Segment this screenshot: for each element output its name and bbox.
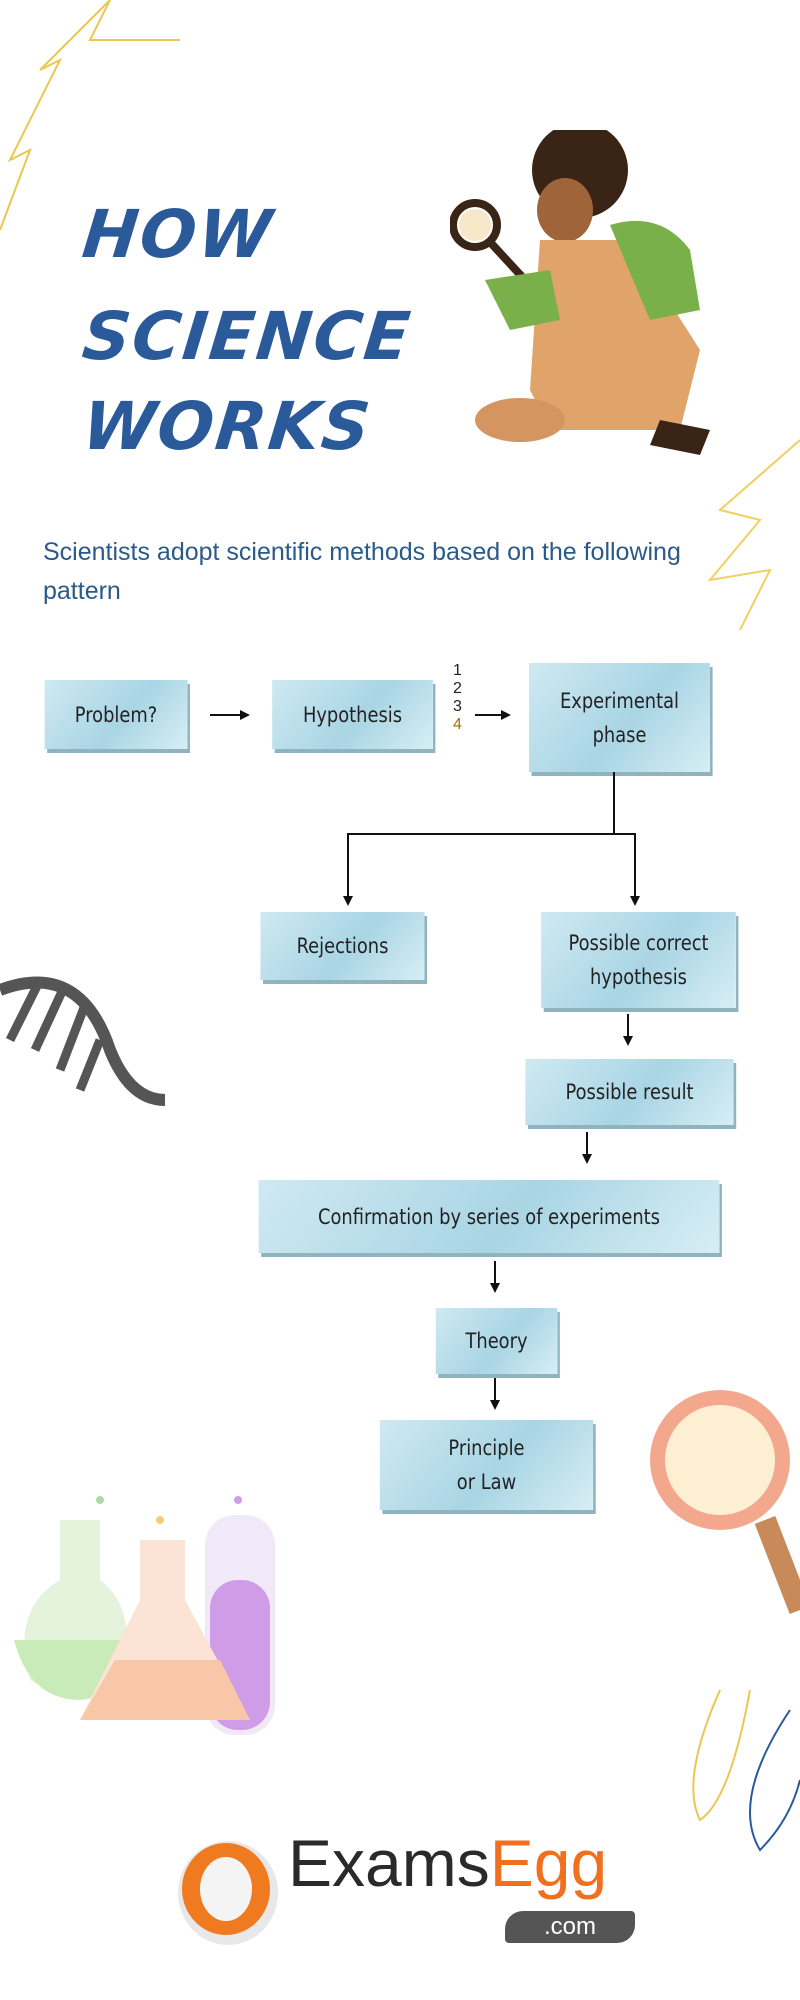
box-hypothesis: Hypothesis	[272, 680, 433, 749]
box-problem: Problem?	[44, 680, 188, 749]
arrow-line	[475, 714, 503, 716]
arrow-head	[501, 710, 511, 720]
subtitle: Scientists adopt scientific methods base…	[43, 538, 681, 605]
title-line-1: HOW	[78, 196, 278, 273]
examsegg-logo: ExamsEgg .com	[170, 1826, 640, 1951]
zigzag-decoration-top	[0, 0, 180, 231]
logo-text: ExamsEgg	[288, 1825, 607, 1901]
number-4: 4	[453, 716, 462, 733]
number-2: 2	[453, 680, 462, 697]
connector	[627, 1014, 629, 1038]
box-possible-correct-hypothesis: Possible correct hypothesis	[541, 912, 736, 1008]
connector	[347, 833, 349, 898]
box-possible-result: Possible result	[525, 1059, 734, 1125]
box-experimental: Experimental phase	[528, 663, 711, 772]
title-line-2: SCIENCE	[78, 298, 416, 375]
dna-icon	[0, 976, 166, 1106]
number-3: 3	[453, 698, 462, 715]
arrow-head	[582, 1154, 592, 1164]
connector	[494, 1261, 496, 1285]
flasks-illustration	[14, 1496, 275, 1735]
logo-text-egg: Egg	[489, 1826, 608, 1900]
zigzag-decoration-right	[707, 439, 800, 630]
arrow-head	[630, 896, 640, 906]
arrow-line	[210, 714, 242, 716]
hypothesis-numbers: 1 2 3 4	[453, 662, 462, 734]
scientist-illustration	[450, 130, 710, 455]
number-1: 1	[453, 662, 462, 679]
arrow-head	[490, 1400, 500, 1410]
arrow-head	[240, 710, 250, 720]
arrow-head	[490, 1283, 500, 1293]
connector	[613, 772, 615, 834]
arrow-head	[343, 896, 353, 906]
box-rejections: Rejections	[260, 912, 425, 980]
title-line-3: WORKS	[78, 388, 376, 465]
logo-text-exams: Exams	[288, 1826, 490, 1900]
logo-suffix: .com	[505, 1911, 635, 1943]
magnifier-illustration	[650, 1390, 800, 1852]
connector	[348, 833, 636, 835]
connector	[586, 1132, 588, 1156]
box-theory: Theory	[435, 1308, 558, 1374]
arrow-head	[623, 1036, 633, 1046]
connector	[494, 1378, 496, 1402]
connector	[634, 833, 636, 898]
egg-logo-icon	[178, 1841, 278, 1945]
box-confirmation: Confirmation by series of experiments	[258, 1180, 720, 1253]
box-principle-or-law: Principle or Law	[379, 1420, 594, 1510]
